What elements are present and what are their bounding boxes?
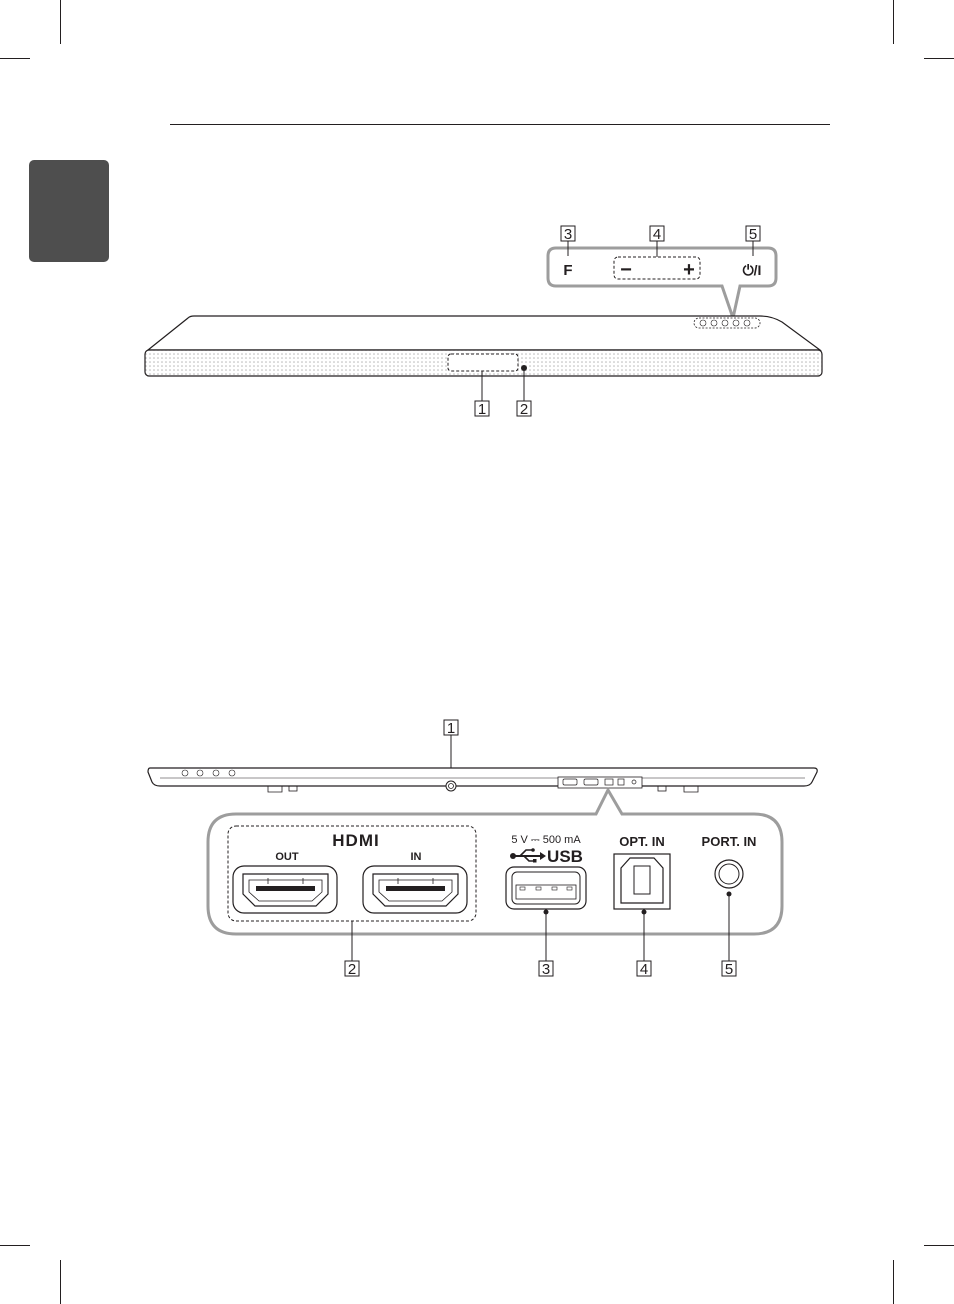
hdmi-out-port xyxy=(233,866,337,913)
volume-up-label: + xyxy=(683,259,695,281)
optical-port xyxy=(614,854,670,909)
hdmi-in-port xyxy=(363,866,467,913)
function-button-label: F xyxy=(563,262,572,279)
usb-port xyxy=(506,867,586,909)
hdmi-out-label: OUT xyxy=(275,851,299,863)
display-window xyxy=(448,354,518,371)
volume-down-label: − xyxy=(620,259,632,281)
soundbar-rear-body xyxy=(148,768,817,786)
control-callout-frame xyxy=(548,248,776,318)
svg-text:4: 4 xyxy=(640,961,648,978)
front-view: 3 4 5 F − + ⏻/I xyxy=(145,226,822,418)
usb-label: USB xyxy=(547,847,583,866)
svg-text:4: 4 xyxy=(653,226,661,243)
power-button-label: ⏻/I xyxy=(743,262,762,278)
optical-label: OPT. IN xyxy=(619,834,665,849)
rear-callout-3: 3 xyxy=(539,961,553,978)
rear-view: 1 HDMI OUT IN xyxy=(148,720,817,978)
svg-text:2: 2 xyxy=(348,961,356,978)
callout-4: 4 xyxy=(650,226,664,243)
portable-in-label: PORT. IN xyxy=(702,834,757,849)
rear-callout-1: 1 xyxy=(444,720,458,737)
usb-rating: 5 V ⎓ 500 mA xyxy=(511,834,581,846)
callout-2: 2 xyxy=(517,401,531,418)
svg-text:3: 3 xyxy=(542,961,550,978)
rear-callout-2: 2 xyxy=(345,961,359,978)
svg-text:1: 1 xyxy=(478,401,486,418)
hdmi-logo: HDMI xyxy=(332,831,379,850)
svg-text:5: 5 xyxy=(725,961,733,978)
soundbar-top xyxy=(148,316,820,350)
svg-text:5: 5 xyxy=(749,226,757,243)
svg-text:2: 2 xyxy=(520,401,528,418)
svg-text:3: 3 xyxy=(564,226,572,243)
callout-3: 3 xyxy=(561,226,575,243)
rear-callout-4: 4 xyxy=(637,961,651,978)
callout-5: 5 xyxy=(746,226,760,243)
portable-in-jack xyxy=(715,860,743,888)
rear-callout-5: 5 xyxy=(722,961,736,978)
hdmi-in-label: IN xyxy=(411,851,422,863)
callout-1: 1 xyxy=(475,401,489,418)
svg-text:1: 1 xyxy=(447,720,455,737)
